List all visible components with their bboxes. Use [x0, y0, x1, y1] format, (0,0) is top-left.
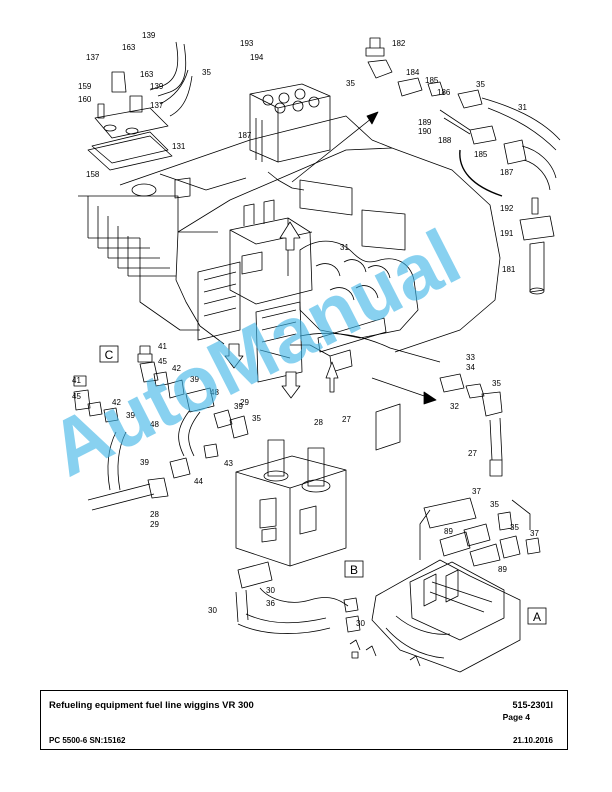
- part-number-label: 137: [150, 101, 164, 110]
- part-number-label: 184: [406, 68, 420, 77]
- top-right-fittings: [365, 37, 561, 191]
- part-number-label: 181: [502, 265, 516, 274]
- view-label-boxes: [99, 345, 547, 625]
- part-number-label: 48: [210, 388, 219, 397]
- machine-model: PC 5500-6 SN:15162: [49, 736, 126, 745]
- part-number-label: 137: [86, 53, 100, 62]
- part-number-label: 48: [150, 420, 159, 429]
- part-number-label: 27: [468, 449, 477, 458]
- part-number-label: 30: [356, 619, 365, 628]
- part-number-label: 42: [172, 364, 181, 373]
- part-number-label: 163: [122, 43, 136, 52]
- part-number-label: 44: [194, 477, 203, 486]
- part-number-label: 189: [418, 118, 432, 127]
- part-number-label: 160: [78, 95, 92, 104]
- part-number-label: 190: [418, 127, 432, 136]
- detail-a-frame: [349, 497, 541, 673]
- part-number-label: 89: [498, 565, 507, 574]
- part-number-label: 45: [158, 357, 167, 366]
- view-label-c: C: [105, 348, 114, 362]
- part-number-label: 39: [234, 402, 243, 411]
- part-number-label: 185: [474, 150, 488, 159]
- tank-cover-assembly: [87, 41, 193, 199]
- part-number-label: 28: [314, 418, 323, 427]
- part-labels-layer: 139 163 137 163 139 35 193 194 182 35 184 185 186 35 3…: [72, 31, 539, 628]
- part-number-label: 27: [342, 415, 351, 424]
- part-number-label: 34: [466, 363, 475, 372]
- part-number-label: 185: [425, 76, 439, 85]
- part-number-label: 187: [238, 131, 252, 140]
- view-labels-layer: A B C: [105, 348, 541, 624]
- part-number-label: 186: [437, 88, 451, 97]
- part-number-label: 37: [472, 487, 481, 496]
- document-date: 21.10.2016: [512, 736, 553, 745]
- part-number-label: 42: [112, 398, 121, 407]
- drawing-title: Refueling equipment fuel line wiggins VR…: [49, 700, 254, 711]
- part-number-label: 35: [492, 379, 501, 388]
- part-number-label: 191: [500, 229, 514, 238]
- detail-c-fittings: [73, 345, 249, 511]
- part-number-label: 35: [476, 80, 485, 89]
- title-block: Refueling equipment fuel line wiggins VR…: [40, 690, 568, 750]
- part-number-label: 194: [250, 53, 264, 62]
- part-number-label: 45: [72, 392, 81, 401]
- part-number-label: 39: [140, 458, 149, 467]
- part-number-label: 158: [86, 170, 100, 179]
- view-label-b: B: [350, 563, 358, 577]
- part-number-label: 41: [72, 376, 81, 385]
- filter-block-top: [249, 83, 331, 191]
- part-number-label: 32: [450, 402, 459, 411]
- part-number-label: 187: [500, 168, 514, 177]
- part-number-label: 29: [240, 398, 249, 407]
- part-number-label: 163: [140, 70, 154, 79]
- support-pipe-assembly: [519, 197, 555, 295]
- part-number-label: 30: [266, 586, 275, 595]
- view-label-a: A: [533, 610, 541, 624]
- part-number-label: 37: [530, 529, 539, 538]
- page-number: Page 4: [502, 712, 530, 722]
- part-number-label: 36: [266, 599, 275, 608]
- machine-body-outline: [78, 115, 501, 353]
- part-number-label: 30: [208, 606, 217, 615]
- part-number-label: 41: [158, 342, 167, 351]
- part-number-label: 33: [466, 353, 475, 362]
- part-number-label: 43: [224, 459, 233, 468]
- part-number-label: 28: [150, 510, 159, 519]
- part-number-label: 139: [150, 82, 164, 91]
- part-number-label: 29: [150, 520, 159, 529]
- part-number-label: 39: [126, 411, 135, 420]
- part-number-label: 35: [252, 414, 261, 423]
- part-number-label: 139: [142, 31, 156, 40]
- part-number-label: 131: [172, 142, 186, 151]
- part-number-label: 159: [78, 82, 92, 91]
- part-number-label: 35: [490, 500, 499, 509]
- right-hose-fittings: [439, 373, 503, 477]
- part-number-label: 89: [444, 527, 453, 536]
- part-number-label: 31: [518, 103, 527, 112]
- view-arrows: [224, 221, 339, 399]
- part-number-label: 182: [392, 39, 406, 48]
- part-number-label: 35: [346, 79, 355, 88]
- detail-b-tank: [235, 439, 361, 634]
- part-number-label: 35: [510, 523, 519, 532]
- part-number-label: 35: [202, 68, 211, 77]
- part-number-label: 192: [500, 204, 514, 213]
- part-number-label: 31: [340, 243, 349, 252]
- part-number-label: 39: [190, 375, 199, 384]
- document-number: 515-2301l: [512, 700, 553, 710]
- part-number-label: 193: [240, 39, 254, 48]
- part-number-label: 188: [438, 136, 452, 145]
